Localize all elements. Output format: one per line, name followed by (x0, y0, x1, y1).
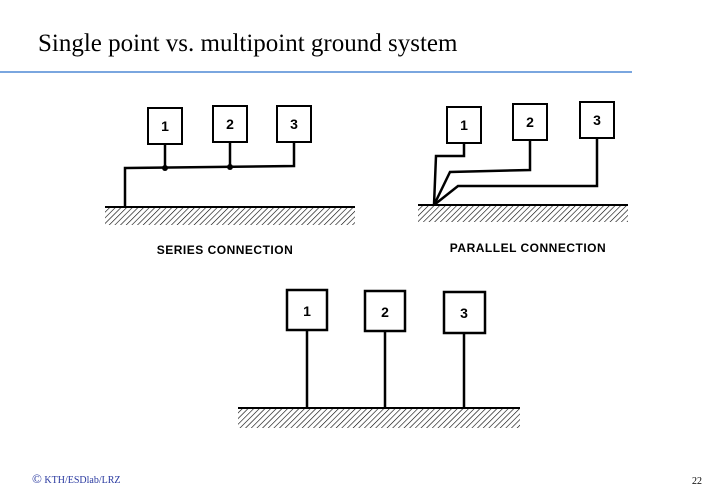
multipoint-box-3 (442, 290, 487, 335)
parallel-box-3-label: 3 (593, 112, 601, 128)
parallel-ground-plane (418, 205, 628, 222)
series-box-3 (276, 105, 312, 143)
multipoint-box-2-label: 2 (381, 304, 389, 320)
parallel-box-3 (579, 101, 615, 139)
series-ground-plane (105, 207, 355, 225)
footer-text: KTH/ESDlab/LRZ (44, 475, 121, 486)
series-junction-2 (227, 164, 233, 170)
series-box-3-label: 3 (290, 116, 298, 132)
series-box-2-label: 2 (226, 116, 234, 132)
multipoint-diagram: 1 2 3 (238, 288, 520, 428)
parallel-wire-3 (433, 138, 599, 206)
parallel-box-1-label: 1 (460, 117, 468, 133)
series-connection-diagram: 1 2 3 SERIES CONNECTION (105, 105, 355, 257)
series-box-1-label: 1 (161, 118, 169, 134)
parallel-wire-1 (432, 143, 466, 206)
parallel-wire-2 (432, 140, 532, 206)
series-junction-1 (162, 165, 168, 171)
multipoint-box-1-label: 1 (303, 303, 311, 319)
series-ground-wire (123, 142, 296, 207)
page-number: 22 (692, 476, 702, 487)
multipoint-box-3-label: 3 (460, 305, 468, 321)
multipoint-box-1 (285, 288, 329, 332)
parallel-connection-diagram: 1 2 3 PARALLEL CONNECTION (418, 101, 628, 255)
title-underline (0, 71, 632, 73)
multipoint-ground-plane (238, 408, 520, 428)
parallel-caption: PARALLEL CONNECTION (450, 241, 606, 255)
series-caption: SERIES CONNECTION (157, 243, 294, 257)
footer-credit: © KTH/ESDlab/LRZ (32, 471, 121, 487)
copyright-symbol: © (32, 471, 42, 486)
slide-title: Single point vs. multipoint ground syste… (38, 30, 458, 57)
parallel-box-2-label: 2 (526, 114, 534, 130)
